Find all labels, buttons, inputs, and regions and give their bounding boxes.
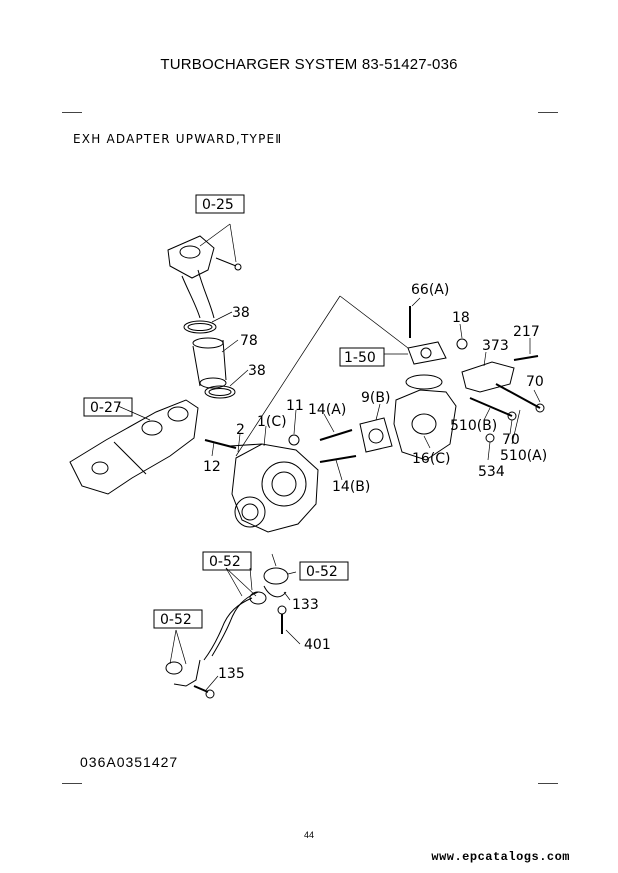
exhaust-manifold-part	[69, 399, 199, 495]
stud-14a-part	[319, 429, 353, 441]
callout-373: 373	[482, 338, 509, 354]
gasket-133-part	[263, 567, 289, 585]
turbo-outlet-part	[234, 496, 266, 528]
callout-2: 2	[236, 422, 245, 438]
elbow-bolt-part	[234, 263, 242, 271]
page-number: 44	[303, 830, 314, 840]
document-code: 036A0351427	[80, 754, 179, 770]
gasket-9b-part	[359, 417, 393, 453]
callout-14b: 14(B)	[332, 479, 370, 495]
callout-0-52-left: 0-52	[209, 554, 241, 570]
callout-70-upper: 70	[526, 374, 544, 390]
bolt-217-part	[513, 355, 539, 361]
pipe-flange-part	[249, 591, 267, 605]
crop-mark	[538, 112, 558, 113]
callout-0-52-lower: 0-52	[160, 612, 192, 628]
bracket-373-part	[461, 361, 515, 393]
crop-mark	[62, 783, 82, 784]
bolt-534-part	[485, 433, 495, 443]
callout-0-25: 0-25	[202, 197, 234, 213]
turbocharger-part	[231, 443, 319, 533]
hose-clamp-lower-part	[204, 385, 236, 399]
crop-mark	[538, 783, 558, 784]
hose-part	[192, 339, 227, 387]
stud-14b-part	[319, 455, 357, 463]
hose-clamp-upper-part	[183, 320, 217, 334]
callout-66a: 66(A)	[411, 282, 449, 298]
callout-0-52-right: 0-52	[306, 564, 338, 580]
callout-135: 135	[218, 666, 245, 682]
pipe-135-part	[173, 659, 201, 687]
callout-18: 18	[452, 310, 470, 326]
page-title: TURBOCHARGER SYSTEM 83-51427-036	[160, 56, 458, 73]
bolt-510b-part	[469, 397, 513, 417]
callout-534: 534	[478, 464, 505, 480]
callout-14a: 14(A)	[308, 402, 346, 418]
callout-217: 217	[513, 324, 540, 340]
callout-70-lower: 70	[502, 432, 520, 448]
callout-16c: 16(C)	[412, 451, 451, 467]
nut-18-part	[456, 338, 468, 350]
exhaust-elbow-part	[167, 235, 215, 279]
gasket-66a-part	[407, 341, 447, 365]
callout-38-lower: 38	[248, 363, 266, 379]
callout-1c: 1(C)	[257, 414, 287, 430]
callout-9b: 9(B)	[361, 390, 390, 406]
exhaust-adapter-part	[393, 389, 457, 461]
oil-return-pipe-part	[203, 597, 253, 661]
bolt-510a-part	[495, 383, 541, 409]
crop-mark	[62, 112, 82, 113]
callout-1-50: 1-50	[344, 350, 376, 366]
section-subtitle: EXH ADAPTER UPWARD,TYPEⅡ	[73, 132, 283, 146]
callout-510b: 510(B)	[450, 418, 497, 434]
callout-0-27: 0-27	[90, 400, 122, 416]
callout-510a: 510(A)	[500, 448, 547, 464]
callout-401: 401	[304, 637, 331, 653]
website-watermark: www.epcatalogs.com	[431, 850, 570, 864]
callout-78: 78	[240, 333, 258, 349]
callout-12: 12	[203, 459, 221, 475]
callout-11: 11	[286, 398, 304, 414]
callout-133: 133	[292, 597, 319, 613]
elbow-flange-part	[179, 245, 201, 259]
callout-38-upper: 38	[232, 305, 250, 321]
nut-11-part	[288, 434, 300, 446]
stud-12-part	[204, 439, 237, 449]
bolt-135-part	[205, 689, 215, 699]
